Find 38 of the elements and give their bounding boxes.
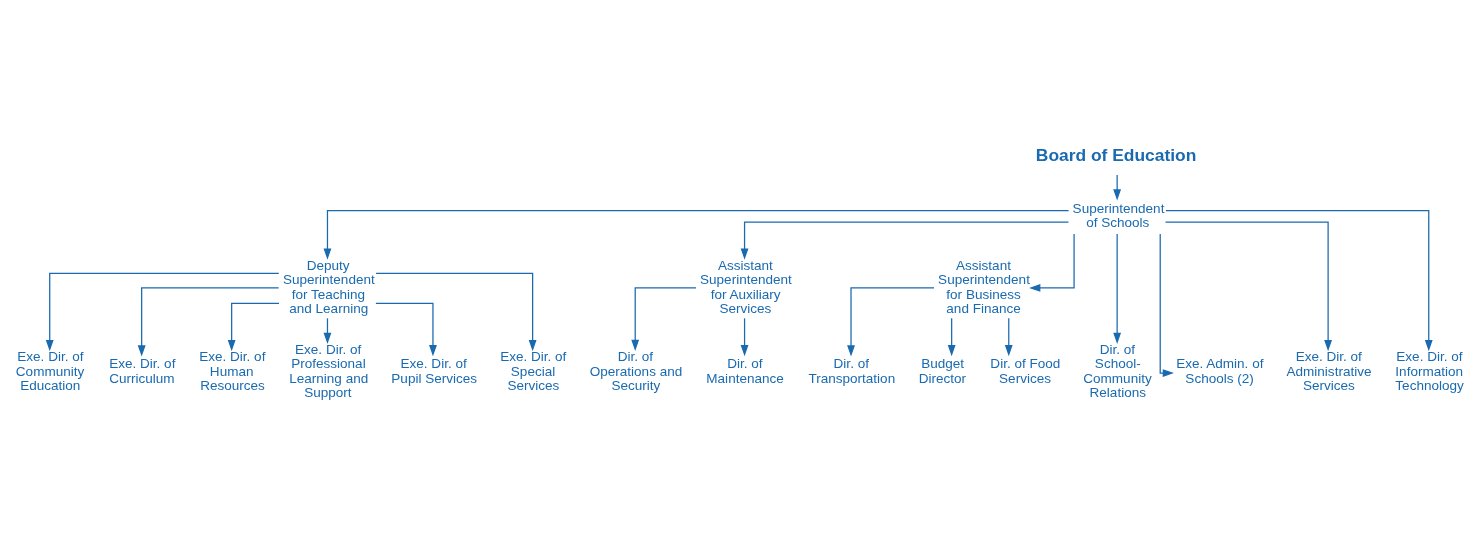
node-text: Dir. of Operations and Security — [589, 348, 683, 393]
arrow — [375, 302, 437, 356]
node-text: Exe. Dir. of Special Services — [500, 348, 567, 393]
node-text: Dir. of Transportation — [808, 355, 896, 386]
node-text: Budget Director — [918, 355, 967, 386]
node-text: Exe. Dir. of Administrative Services — [1286, 348, 1372, 393]
arrow — [740, 221, 1070, 260]
arrow — [631, 286, 697, 351]
node-text: Dir. of Maintenance — [706, 355, 784, 386]
node-text: Exe. Dir. of Information Technology — [1395, 348, 1464, 393]
arrow — [227, 302, 280, 351]
node-text: Deputy Superintendent for Teaching and Learning — [282, 257, 375, 316]
node-text: Assistant Superintendent for Business and Finance — [938, 257, 1030, 316]
node-text: Exe. Dir. of Curriculum — [109, 355, 176, 386]
arrow — [1113, 232, 1122, 344]
arrow — [1165, 209, 1433, 351]
node-text: Dir. of Food Services — [990, 355, 1061, 386]
node-text: Exe. Dir. of Human Resources — [199, 348, 266, 393]
arrow — [1113, 173, 1122, 201]
node-text: Exe. Dir. of Community Education — [15, 348, 85, 393]
arrow — [1164, 221, 1333, 351]
arrow — [45, 272, 280, 351]
node-text: Superintendent of Schools — [1072, 200, 1165, 230]
node-text: Exe. Admin. of Schools (2) — [1176, 355, 1264, 386]
arrow — [323, 209, 1070, 260]
node-text: Exe. Dir. of Professional Learning and Support — [289, 341, 369, 400]
arrow — [1159, 232, 1174, 377]
arrow — [1029, 232, 1075, 292]
node-text: Assistant Superintendent for Auxiliary Services — [700, 257, 792, 316]
node-text: Board of Education — [1035, 144, 1197, 165]
arrow — [137, 286, 280, 357]
arrow — [375, 272, 537, 351]
arrow — [847, 286, 935, 357]
arrow — [740, 317, 749, 356]
node-text: Exe. Dir. of Pupil Services — [391, 355, 478, 386]
arrow — [1004, 317, 1013, 356]
node-text: Dir. of School-Community Relations — [1083, 341, 1152, 400]
arrow — [947, 317, 956, 356]
